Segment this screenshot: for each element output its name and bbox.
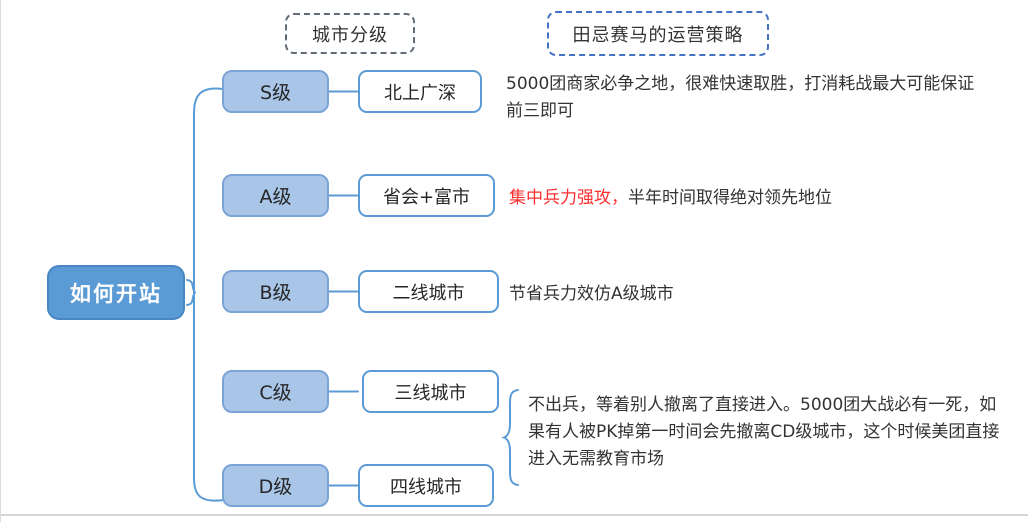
note-a-text: 半年时间取得绝对领先地位: [628, 188, 832, 208]
city-box-b: 二线城市: [358, 270, 499, 313]
note-a-highlight: 集中兵力强攻，: [509, 188, 628, 208]
note-b-text: 节省兵力效仿A级城市: [509, 284, 674, 304]
city-box-c: 三线城市: [362, 370, 499, 413]
note-cd-group-text: 不出兵，等着别人撤离了直接进入。5000团大战必有一死，如果有人被PK掉第一时间…: [528, 395, 1000, 469]
root-node: 如何开站: [47, 265, 185, 320]
main-vertical-bracket: [193, 87, 225, 502]
city-box-a-label: 省会+富市: [382, 186, 471, 208]
city-box-b-label: 二线城市: [392, 282, 465, 304]
note-cd-group: 不出兵，等着别人撤离了直接进入。5000团大战必有一死，如果有人被PK掉第一时间…: [528, 392, 1004, 473]
header-city-tier-label: 城市分级: [312, 24, 388, 46]
level-node-a: A级: [222, 174, 329, 217]
root-brace-connector: [186, 279, 197, 306]
level-node-b-label: B级: [259, 282, 292, 304]
city-box-d: 四线城市: [358, 464, 494, 507]
level-node-c-label: C级: [259, 382, 292, 404]
level-node-b: B级: [222, 270, 329, 313]
header-strategy-label: 田忌赛马的运营策略: [572, 24, 744, 46]
note-s-text: 5000团商家必争之地，很难快速取胜，打消耗战最大可能保证前三即可: [506, 74, 975, 121]
root-node-label: 如何开站: [70, 281, 162, 306]
header-city-tier: 城市分级: [285, 13, 415, 54]
note-a: 集中兵力强攻，半年时间取得绝对领先地位: [509, 185, 1009, 212]
bottom-divider: [1, 514, 1028, 516]
level-node-d-label: D级: [258, 476, 293, 498]
level-node-s-label: S级: [259, 82, 292, 104]
level-node-c: C级: [222, 370, 329, 413]
city-box-s: 北上广深: [358, 70, 482, 113]
city-box-d-label: 四线城市: [390, 476, 462, 498]
city-box-a: 省会+富市: [358, 174, 495, 217]
level-node-a-label: A级: [259, 186, 292, 208]
level-node-s: S级: [222, 70, 329, 113]
level-node-d: D级: [222, 464, 329, 507]
note-b: 节省兵力效仿A级城市: [509, 281, 1009, 308]
city-box-s-label: 北上广深: [384, 82, 456, 104]
note-s: 5000团商家必争之地，很难快速取胜，打消耗战最大可能保证前三即可: [506, 71, 978, 125]
header-strategy: 田忌赛马的运营策略: [547, 11, 769, 56]
city-box-c-label: 三线城市: [394, 382, 467, 404]
cd-group-brace: [501, 389, 519, 486]
